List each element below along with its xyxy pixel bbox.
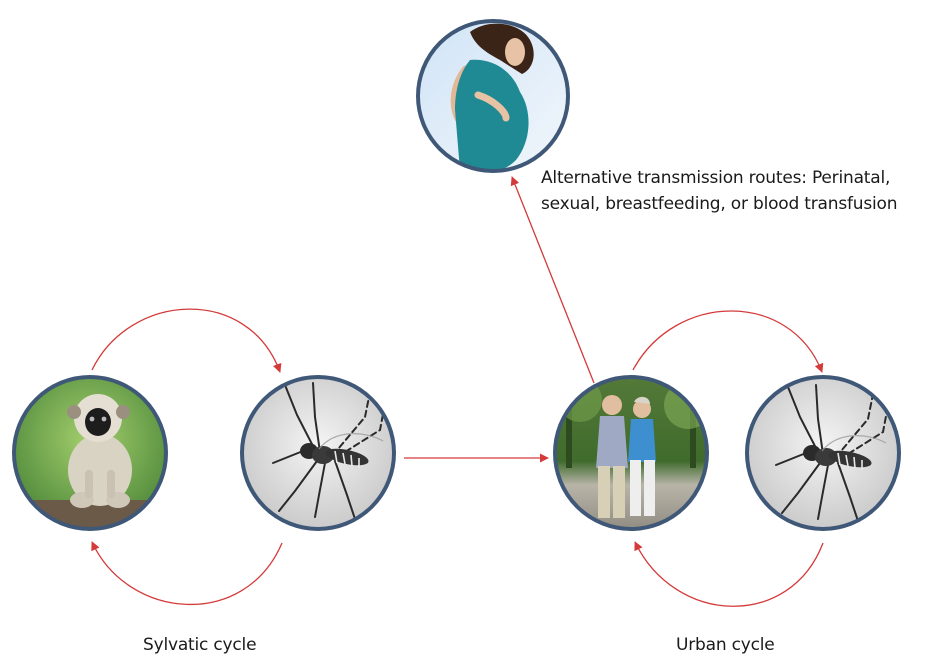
sylvatic-cycle-label: Sylvatic cycle xyxy=(143,632,256,658)
alternative-routes-label: Alternative transmission routes: Perinat… xyxy=(541,165,941,217)
arrow-mosquito-to-human xyxy=(635,542,823,606)
urban-cycle-label: Urban cycle xyxy=(676,632,775,658)
monkey-node xyxy=(10,375,170,540)
pregnant-woman-node xyxy=(410,15,580,185)
arrow-monkey-to-mosquito xyxy=(92,309,280,372)
arrow-mosquito-to-monkey xyxy=(92,542,282,604)
alternative-routes-line-1: Alternative transmission routes: Perinat… xyxy=(541,165,941,191)
arrow-human-to-mosquito xyxy=(633,311,822,372)
elderly-couple-node xyxy=(552,373,712,533)
mosquito-urban-node xyxy=(743,373,903,533)
mosquito-sylvatic-node xyxy=(238,373,398,533)
alternative-routes-line-2: sexual, breastfeeding, or blood transfus… xyxy=(541,191,941,217)
